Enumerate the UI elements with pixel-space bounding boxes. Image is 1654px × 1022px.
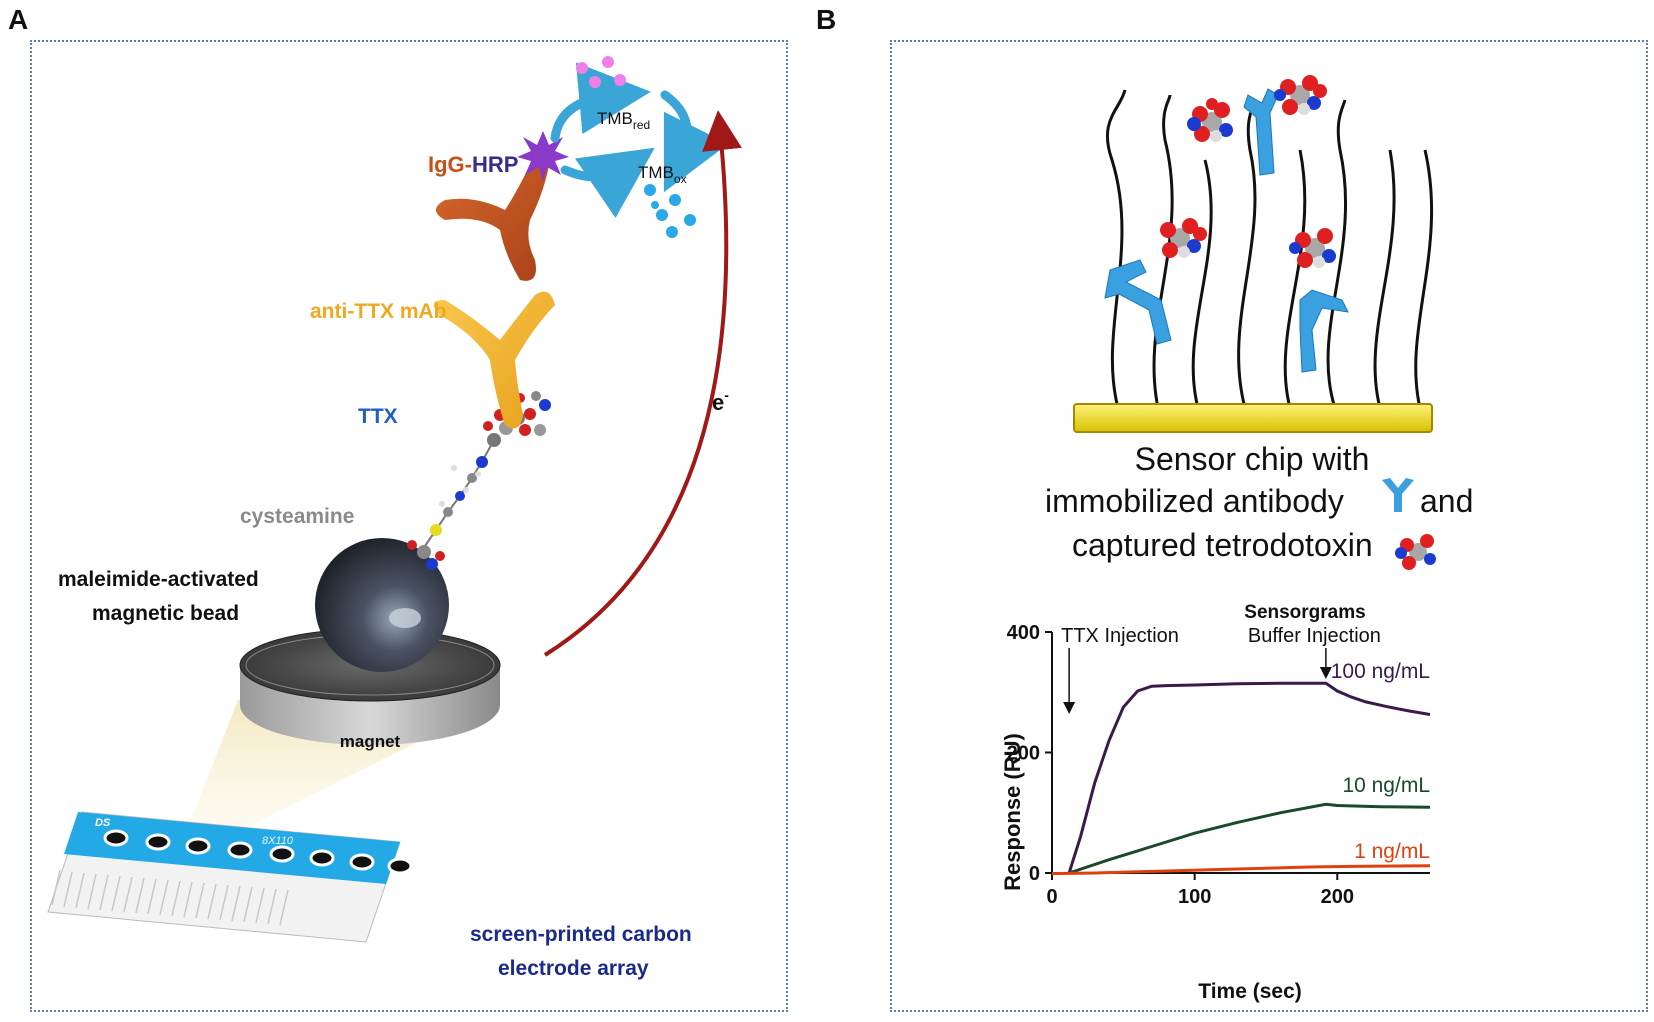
tmb-ox-text: TMB xyxy=(638,163,674,182)
y-tick-label: 200 xyxy=(1007,743,1040,765)
bead-label-line2: magnetic bead xyxy=(92,602,239,625)
series-line xyxy=(1068,802,1431,875)
electron-transfer-arrow xyxy=(543,110,742,657)
y-tick-label: 400 xyxy=(1007,622,1040,644)
array-label-line2: electrode array xyxy=(498,957,649,980)
igg-hrp-label: IgG-HRP xyxy=(428,152,518,177)
antibody-legend-icon xyxy=(1382,478,1414,512)
injection-annotation: TTX Injection xyxy=(1061,625,1179,647)
ttx-label: TTX xyxy=(358,405,398,428)
panel-b-frame xyxy=(890,40,1648,1012)
caption-line2a: immobilized antibody xyxy=(1045,483,1344,519)
cysteamine-label: cysteamine xyxy=(240,505,354,528)
tmb-ox-stars xyxy=(644,184,696,238)
caption-line1: Sensor chip with xyxy=(1135,441,1370,477)
tmb-red-text: TMB xyxy=(597,109,633,128)
bead-highlight xyxy=(389,608,421,628)
electron-label: e- xyxy=(712,387,729,415)
panel-a-diagram: DS DS 8X110 magnet xyxy=(47,56,742,980)
array-brand-right: DS xyxy=(430,865,446,877)
magnetic-bead xyxy=(315,538,449,672)
anti-ttx-antibody xyxy=(433,291,555,429)
series-label: 100 ng/mL xyxy=(1331,660,1430,683)
array-label-line1: screen-printed carbon xyxy=(470,923,692,946)
tmb-red-dots xyxy=(576,56,626,88)
toxin-legend-icon xyxy=(1395,534,1436,570)
chart-title: Sensorgrams xyxy=(1244,602,1365,623)
tmb-ox-label: TMBox xyxy=(638,163,687,186)
igg-antibody xyxy=(436,153,550,281)
sensorgram-chart: Sensorgrams Time (sec) Response (RU) 0 20… xyxy=(1000,602,1431,1003)
dextran-chains xyxy=(1105,89,1434,409)
panel-a-letter: A xyxy=(8,4,29,35)
x-tick-label: 0 xyxy=(1046,886,1057,908)
series-line xyxy=(1051,864,1431,876)
series-line xyxy=(1067,681,1431,874)
array-brand-left: DS xyxy=(95,817,111,829)
electrode-array: DS DS 8X110 xyxy=(47,811,446,943)
array-model-label: 8X110 xyxy=(262,835,294,847)
chart-x-label: Time (sec) xyxy=(1198,980,1302,1003)
y-tick-label: 0 xyxy=(1029,863,1040,885)
tmb-cycle-arrows xyxy=(550,62,729,219)
electron-superscript: - xyxy=(724,387,729,403)
bead-label-line1: maleimide-activated xyxy=(58,568,259,591)
caption-line3: captured tetrodotoxin xyxy=(1072,527,1373,563)
anti-ttx-label: anti-TTX mAb xyxy=(310,300,447,323)
x-tick-label: 100 xyxy=(1178,886,1211,908)
chart-y-label: Response (RU) xyxy=(1000,733,1025,891)
tmb-red-subscript: red xyxy=(633,118,650,132)
ttx-molecule-chain xyxy=(407,391,551,570)
tmb-red-label: TMBred xyxy=(597,109,650,132)
caption-line2b: and xyxy=(1420,483,1473,519)
captured-tetrodotoxin xyxy=(1160,75,1336,268)
hrp-label: HRP xyxy=(472,152,518,177)
x-tick-label: 200 xyxy=(1321,886,1354,908)
igg-label: IgG- xyxy=(428,152,472,177)
injection-annotation: Buffer Injection xyxy=(1248,625,1381,647)
sensor-chip xyxy=(1073,403,1433,433)
panel-a-frame xyxy=(30,40,788,1012)
immobilized-antibodies xyxy=(1104,88,1349,373)
magnet-label: magnet xyxy=(340,732,401,751)
electron-text: e xyxy=(712,390,724,415)
series-label: 1 ng/mL xyxy=(1354,840,1430,863)
series-label: 10 ng/mL xyxy=(1342,774,1430,797)
tmb-ox-subscript: ox xyxy=(674,172,687,186)
hrp-enzyme xyxy=(517,131,569,181)
panel-b-letter: B xyxy=(816,4,837,35)
